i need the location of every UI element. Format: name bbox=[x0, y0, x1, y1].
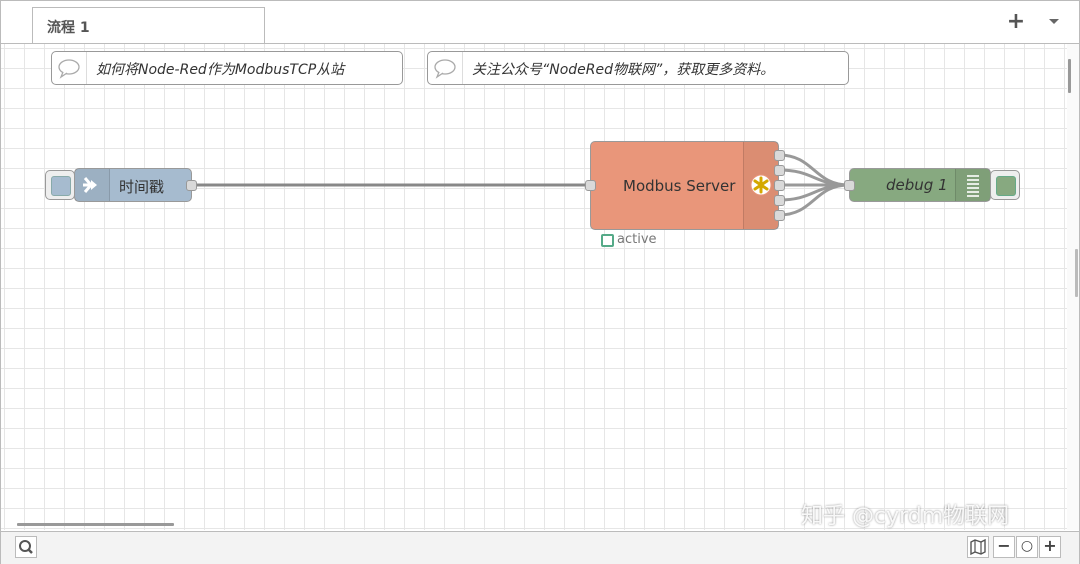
add-tab-button[interactable]: + bbox=[1006, 9, 1026, 34]
modbus-output-port-3[interactable] bbox=[774, 180, 785, 191]
comment-text: 如何将Node-Red作为ModbusTCP从站 bbox=[96, 62, 345, 78]
search-icon bbox=[19, 540, 33, 554]
zoom-reset-button[interactable]: ○ bbox=[1016, 536, 1038, 558]
chevron-down-icon bbox=[1049, 19, 1059, 24]
flow-workspace[interactable] bbox=[1, 44, 1067, 530]
debug-list-icon bbox=[967, 175, 979, 197]
comment-icon bbox=[58, 59, 80, 79]
status-text: active bbox=[617, 232, 657, 247]
workspace-footer: − ○ + bbox=[1, 531, 1079, 564]
watermark: 知乎 @cyrdm物联网 bbox=[801, 504, 1010, 529]
debug-node[interactable]: debug 1 bbox=[849, 168, 991, 202]
wires-layer bbox=[192, 153, 850, 217]
inject-node[interactable]: 时间戳 bbox=[74, 168, 192, 202]
tab-label: 流程 1 bbox=[47, 20, 90, 36]
scroll-thumb[interactable] bbox=[1068, 59, 1071, 93]
modbus-server-node[interactable]: Modbus Server bbox=[590, 141, 779, 230]
status-dot-icon bbox=[601, 234, 614, 247]
modbus-output-port-2[interactable] bbox=[774, 165, 785, 176]
tab-bar: 流程 1 + bbox=[1, 1, 1079, 44]
tab-menu-button[interactable] bbox=[1045, 12, 1063, 32]
comment-node-1[interactable]: 如何将Node-Red作为ModbusTCP从站 bbox=[51, 51, 403, 85]
modbus-input-port[interactable] bbox=[585, 180, 596, 191]
modbus-output-port-4[interactable] bbox=[774, 195, 785, 206]
modbus-output-port-5[interactable] bbox=[774, 210, 785, 221]
tab-flow-1[interactable]: 流程 1 bbox=[32, 7, 265, 43]
comment-node-2[interactable]: 关注公众号“NodeRed物联网”，获取更多资料。 bbox=[427, 51, 849, 85]
wire-modbus-debug-5[interactable] bbox=[778, 183, 850, 217]
modbus-output-port-1[interactable] bbox=[774, 150, 785, 161]
modbus-label: Modbus Server bbox=[623, 177, 736, 195]
inject-label: 时间戳 bbox=[119, 178, 165, 196]
zoom-reset-icon: ○ bbox=[1020, 538, 1034, 554]
scroll-thumb-secondary[interactable] bbox=[1075, 249, 1078, 297]
debug-input-port[interactable] bbox=[844, 180, 855, 191]
comment-icon bbox=[434, 59, 456, 79]
zoom-out-icon: − bbox=[997, 536, 1011, 555]
zoom-in-button[interactable]: + bbox=[1039, 536, 1061, 558]
vertical-scrollbar[interactable] bbox=[1067, 44, 1079, 530]
comment-text: 关注公众号“NodeRed物联网”，获取更多资料。 bbox=[472, 62, 775, 78]
inject-trigger-button[interactable] bbox=[45, 170, 75, 200]
debug-toggle-button[interactable] bbox=[990, 170, 1020, 200]
map-icon bbox=[970, 538, 986, 556]
navigator-button[interactable] bbox=[967, 536, 989, 558]
arrow-right-icon bbox=[83, 177, 97, 193]
inject-output-port[interactable] bbox=[186, 180, 197, 191]
zoom-in-icon: + bbox=[1043, 536, 1057, 555]
modbus-icon bbox=[750, 174, 772, 196]
horizontal-scroll-thumb[interactable] bbox=[17, 523, 174, 526]
debug-label: debug 1 bbox=[886, 176, 948, 194]
search-button[interactable] bbox=[15, 536, 37, 558]
zoom-out-button[interactable]: − bbox=[993, 536, 1015, 558]
